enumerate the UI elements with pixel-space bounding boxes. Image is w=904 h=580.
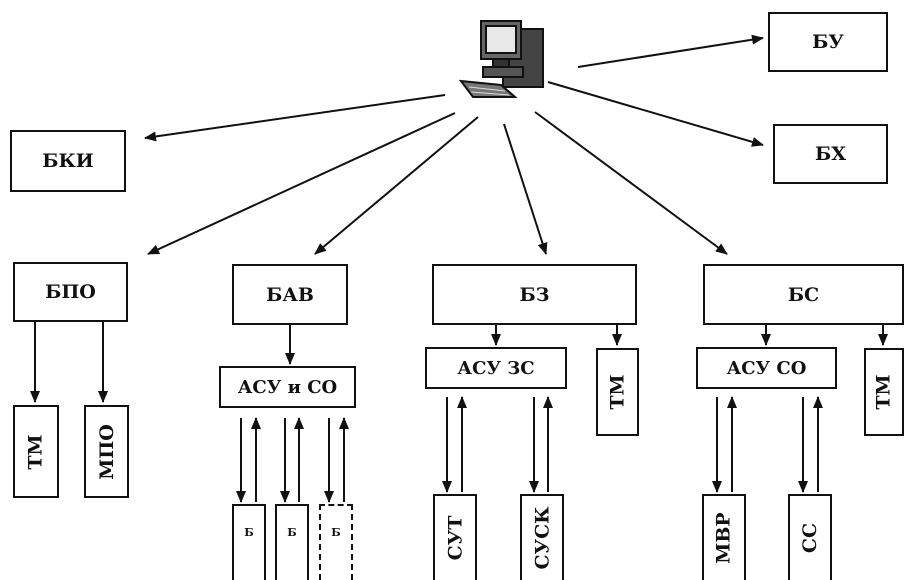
node-ss-label: СС — [799, 523, 821, 553]
arrow-to-bu — [578, 38, 763, 67]
node-mpo: МПО — [84, 405, 129, 498]
node-asu-i-so-label: АСУ и СО — [238, 377, 337, 398]
node-sut: СУТ — [433, 494, 477, 580]
node-tm-bpo-label: ТМ — [25, 434, 47, 469]
node-bh: БХ — [773, 124, 888, 184]
node-bh-label: БХ — [815, 143, 846, 165]
node-bu-label: БУ — [812, 31, 844, 53]
node-mvr: МВР — [702, 494, 746, 580]
node-mpo-label: МПО — [96, 424, 118, 480]
node-tm-bz-label: ТМ — [606, 374, 628, 409]
node-asu-so-label: АСУ СО — [727, 358, 807, 379]
node-asu-i-so: АСУ и СО — [219, 366, 356, 408]
node-bz-label: БЗ — [520, 284, 550, 306]
node-asu-zs-label: АСУ ЗС — [457, 358, 534, 379]
node-tm-bs-label: ТМ — [873, 374, 895, 409]
node-mvr-label: МВР — [713, 512, 735, 563]
node-b1-label: Б — [244, 526, 253, 539]
node-b2: Б — [275, 504, 309, 580]
node-b3: Б — [319, 504, 353, 580]
arrow-to-bav — [315, 117, 478, 254]
node-susk: СУСК — [520, 494, 564, 580]
node-tm-bpo: ТМ — [13, 405, 59, 498]
arrow-to-bki — [145, 95, 445, 138]
arrow-to-bh — [548, 82, 763, 145]
node-sut-label: СУТ — [444, 516, 466, 561]
arrow-to-bz — [504, 124, 546, 254]
node-asu-so: АСУ СО — [696, 347, 837, 389]
arrow-to-bs — [535, 112, 727, 254]
node-bu: БУ — [768, 12, 888, 72]
node-bav: БАВ — [232, 264, 348, 325]
node-asu-zs: АСУ ЗС — [425, 347, 567, 389]
node-tm-bs: ТМ — [864, 348, 904, 436]
node-susk-label: СУСК — [531, 507, 553, 570]
node-b1: Б — [232, 504, 266, 580]
node-b3-label: Б — [331, 526, 340, 539]
node-bz: БЗ — [432, 264, 637, 325]
node-bpo-label: БПО — [45, 281, 96, 303]
node-bav-label: БАВ — [266, 284, 314, 306]
node-bs: БС — [703, 264, 904, 325]
node-b2-label: Б — [287, 526, 296, 539]
node-bs-label: БС — [788, 284, 819, 306]
computer-icon — [455, 15, 550, 100]
node-tm-bz: ТМ — [596, 348, 639, 436]
arrow-to-bpo — [148, 113, 455, 254]
node-ss: СС — [788, 494, 832, 580]
node-bki-label: БКИ — [42, 150, 93, 172]
node-bpo: БПО — [13, 262, 128, 322]
node-bki: БКИ — [10, 130, 126, 192]
